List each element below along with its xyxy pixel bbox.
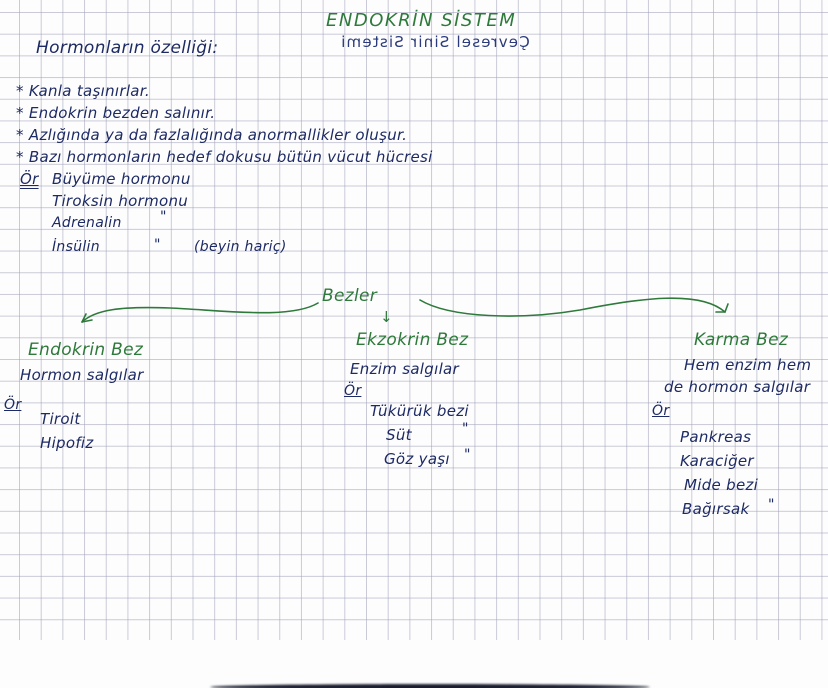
mirrored-subtitle-wrap: Çevresel Sinir Sistemi: [340, 33, 530, 51]
bullet-item: * Endokrin bezden salınır.: [16, 106, 215, 121]
ditto-mark: ": [462, 421, 469, 437]
asterisk-icon: *: [16, 148, 24, 166]
example-item: Mide bezi: [684, 476, 759, 494]
page-title: ENDOKRİN SİSTEM: [326, 10, 517, 31]
bullet-item: * Kanla taşınırlar.: [16, 84, 150, 99]
ditto-mark: ": [154, 237, 161, 253]
example-item: Hipofiz: [40, 434, 94, 452]
mirrored-subtitle: Çevresel Sinir Sistemi: [340, 33, 530, 51]
bullet-text: Bazı hormonların hedef dokusu bütün vücu…: [28, 148, 433, 166]
example-item: Tiroksin hormonu: [52, 192, 189, 210]
example-marker: Ör: [4, 397, 22, 413]
example-item: Karaciğer: [680, 452, 754, 470]
page-bottom-margin: [0, 640, 828, 688]
example-item: Bağırsak: [682, 500, 750, 518]
binding-shadow: [210, 684, 650, 688]
example-marker: Ör: [20, 170, 39, 188]
bullet-text: Endokrin bezden salınır.: [28, 104, 216, 122]
column-title: Karma Bez: [694, 330, 789, 350]
properties-heading: Hormonların özelliği:: [36, 38, 219, 58]
example-item: Tükürük bezi: [370, 402, 469, 420]
note-text: (beyin hariç): [194, 239, 287, 255]
asterisk-icon: *: [16, 82, 24, 100]
down-arrow-icon: ↓: [380, 308, 393, 326]
column-description: Hormon salgılar: [20, 366, 144, 384]
example-marker: Ör: [344, 383, 362, 399]
example-item: Tiroit: [40, 410, 81, 428]
column-title: Ekzokrin Bez: [356, 330, 469, 350]
example-item: İnsülin: [52, 239, 100, 255]
ditto-mark: ": [160, 209, 167, 225]
grid-paper: [0, 0, 828, 640]
example-marker: Ör: [652, 403, 670, 419]
column-title: Endokrin Bez: [28, 340, 144, 360]
example-item: Süt: [386, 426, 412, 444]
column-description: Enzim salgılar: [350, 360, 459, 378]
asterisk-icon: *: [16, 126, 24, 144]
bullet-text: Kanla taşınırlar.: [28, 82, 150, 100]
glands-heading: Bezler: [322, 286, 378, 306]
ditto-mark: ": [464, 447, 471, 463]
example-item: Adrenalin: [52, 215, 122, 231]
ditto-mark: ": [768, 497, 775, 513]
bullet-item: * Azlığında ya da fazlalığında anormalli…: [16, 128, 407, 143]
column-description-line2: de hormon salgılar: [664, 378, 811, 396]
column-description-line1: Hem enzim hem: [684, 356, 812, 374]
example-item: Pankreas: [680, 428, 752, 446]
bullet-text: Azlığında ya da fazlalığında anormallikl…: [28, 126, 408, 144]
asterisk-icon: *: [16, 104, 24, 122]
bullet-item: * Bazı hormonların hedef dokusu bütün vü…: [16, 150, 433, 165]
example-item: Göz yaşı: [384, 450, 450, 468]
example-item: Büyüme hormonu: [52, 170, 191, 188]
